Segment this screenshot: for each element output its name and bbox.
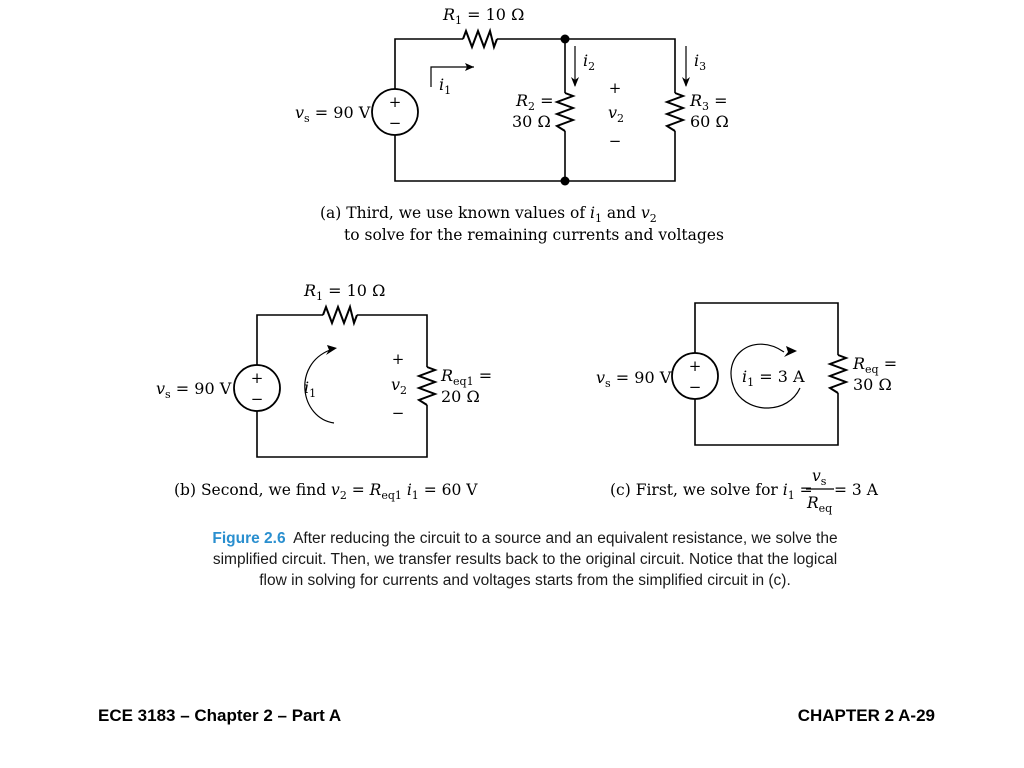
panel-c-voltage-source: [671, 352, 719, 400]
panel-c-caption-result: = 3 A: [834, 481, 879, 499]
panel-c-i1-label: i1 = 3 A: [742, 367, 805, 389]
panel-a-i1-arrow: [430, 66, 474, 87]
panel-a-r3-resistor: [664, 92, 686, 132]
panel-b-r1-resistor: [322, 303, 358, 327]
panel-c-circuit: + − vs = 90 V i1 = 3 A Req = 30 Ω (c) Fi…: [596, 302, 897, 515]
panel-a-voltage-source: [371, 88, 419, 136]
panel-a-r2-label: R2 =: [515, 91, 554, 113]
panel-b-i1-arc: [304, 349, 335, 424]
panel-a-v2-label: v2: [608, 103, 624, 125]
panel-b-vs-label: vs = 90 V: [156, 379, 232, 401]
panel-c-source-plus: +: [689, 357, 702, 375]
panel-a-i1-label: i1: [439, 75, 451, 97]
panel-c-i1-arc: [730, 343, 801, 409]
panel-a-caption-line1: (a) Third, we use known values of i1 and…: [320, 204, 657, 225]
panel-a-v2-minus: −: [609, 132, 622, 150]
panel-b-i1-arrowhead: [326, 345, 337, 355]
panel-c-req-label: Req =: [852, 354, 897, 376]
panel-c-fraction-numerator: vs: [812, 467, 827, 488]
panel-c-source-minus: −: [689, 378, 702, 396]
panel-b-req1-value: 20 Ω: [441, 387, 480, 406]
panel-a-source-plus: +: [389, 93, 402, 111]
panel-a-i2-arrowhead: [571, 77, 579, 87]
figure-caption: Figure 2.6 After reducing the circuit to…: [200, 528, 850, 591]
panel-b-v2-plus: +: [392, 350, 405, 368]
panel-b-req1-resistor: [416, 366, 438, 406]
panel-b-caption: (b) Second, we find v2 = Req1 i1 = 60 V: [174, 481, 478, 502]
panel-a-caption-line2: to solve for the remaining currents and …: [344, 226, 724, 244]
panel-b-v2-label: v2: [391, 375, 407, 397]
panel-b-left-wire: [256, 314, 323, 365]
panel-a-source-minus: −: [389, 114, 402, 132]
figure-caption-text: After reducing the circuit to a source a…: [212, 530, 838, 589]
footer-course-title: ECE 3183 – Chapter 2 – Part A: [98, 706, 342, 725]
panel-b-bottom-wire: [256, 405, 428, 458]
figure-label: Figure 2.6: [212, 530, 286, 547]
panel-a-bottom-wire: [394, 131, 676, 182]
panel-c-top-wire: [694, 302, 839, 355]
panel-c-caption: (c) First, we solve for i1 =: [610, 481, 813, 502]
panel-a-r3-label: R3 =: [689, 91, 728, 113]
panel-b-source-plus: +: [251, 369, 264, 387]
panel-a-top-wire: [394, 38, 463, 89]
panel-a-i2-label: i2: [583, 51, 595, 73]
panel-a-node-top: [560, 34, 570, 44]
panel-a-v2-plus: +: [609, 79, 622, 97]
panel-c-fraction-denominator: Req: [806, 494, 832, 515]
panel-a-i3-arrowhead: [682, 77, 690, 87]
panel-a-r1-label: R1 = 10 Ω: [442, 5, 524, 27]
panel-a-r3-value: 60 Ω: [690, 112, 729, 131]
panel-c-bottom-wire: [694, 393, 839, 446]
panel-a-r2-resistor: [554, 92, 576, 132]
panel-b-r1-label: R1 = 10 Ω: [303, 281, 385, 303]
footer-page-number: CHAPTER 2 A-29: [797, 706, 935, 725]
panel-b-circuit: + − R1 = 10 Ω vs = 90 V i1 + v2 − Req1 =…: [156, 281, 492, 502]
panel-c-req-value: 30 Ω: [853, 375, 892, 394]
panel-c-i1-arrowhead: [784, 346, 797, 357]
panel-b-source-minus: −: [251, 390, 264, 408]
panel-a-node-bottom: [560, 176, 570, 186]
panel-c-vs-label: vs = 90 V: [596, 368, 672, 390]
panel-a-r1-resistor: [462, 27, 498, 51]
panel-a-i3-label: i3: [694, 51, 706, 73]
panel-a-r2-value: 30 Ω: [512, 112, 551, 131]
panel-c-req-resistor: [827, 354, 849, 394]
panel-a-vs-label: vs = 90 V: [295, 103, 371, 125]
panel-b-v2-minus: −: [392, 404, 405, 422]
panel-a-circuit: + − R1 = 10 Ω i1 i2 i3 vs = 90 V R2 = 30…: [295, 5, 729, 244]
panel-b-right-wire: [357, 314, 428, 367]
panel-a-i1-arrowhead: [465, 63, 474, 71]
panel-b-voltage-source: [233, 364, 281, 412]
panel-b-i1-label: i1: [304, 378, 316, 400]
panel-b-req1-label: Req1 =: [440, 366, 492, 388]
panel-a-top-wire-right: [497, 38, 676, 93]
